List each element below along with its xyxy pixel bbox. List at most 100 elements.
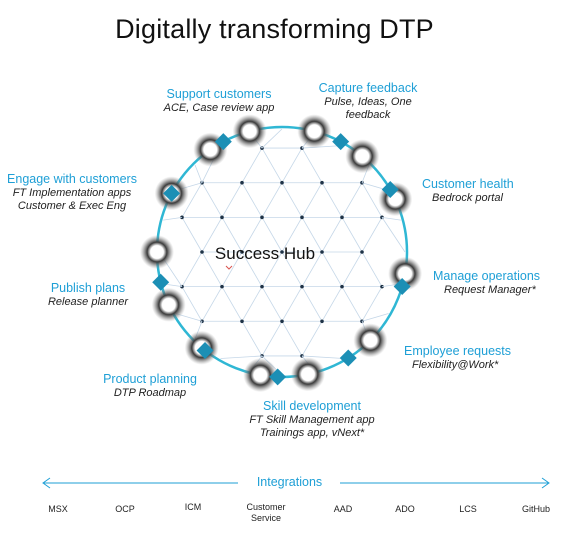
mesh-line <box>321 251 343 287</box>
mesh-line <box>281 182 303 218</box>
integration-github: GitHub <box>521 504 550 514</box>
node-engage-customers-sub-1: FT Implementation apps <box>12 187 132 199</box>
mesh-line <box>201 182 223 218</box>
node-publish-plans: Publish plans <box>50 281 126 295</box>
node-diamond <box>214 133 232 151</box>
mesh-spoke <box>361 313 389 322</box>
mesh-spoke <box>301 355 344 359</box>
arrow-right-icon <box>541 477 550 489</box>
mesh-line <box>361 251 383 287</box>
integration-ocp: OCP <box>115 504 135 514</box>
mesh-dot <box>320 180 324 185</box>
mesh-dot <box>380 284 384 289</box>
mesh-line <box>301 286 323 322</box>
mesh-spoke <box>261 128 283 149</box>
node-support-customers-sub: ACE, Case review app <box>163 102 275 114</box>
mesh-line <box>301 217 323 253</box>
mesh-spoke <box>381 217 406 253</box>
ring-knob <box>151 287 186 322</box>
mesh-line <box>241 182 263 218</box>
mesh-dot <box>280 319 284 324</box>
mesh-line <box>361 286 383 322</box>
mesh-line <box>301 321 323 357</box>
mesh-dot <box>340 284 344 289</box>
mesh-line <box>321 182 343 218</box>
mesh-line <box>281 251 303 287</box>
mesh-line <box>261 321 283 357</box>
node-diamond <box>339 349 357 367</box>
ring-knob <box>345 139 380 174</box>
mesh-line <box>361 217 383 253</box>
node-engage-customers-sub-2: Customer & Exec Eng <box>17 200 127 212</box>
ring-knob <box>290 357 325 392</box>
mesh-line <box>221 217 243 253</box>
integration-customer-service: Customer Service <box>246 502 286 523</box>
mesh-dot <box>260 215 264 220</box>
mesh-line <box>261 286 283 322</box>
node-manage-operations: Manage operations <box>433 269 541 283</box>
mesh-dot <box>260 284 264 289</box>
ring-knob <box>232 114 267 149</box>
mesh-spoke <box>381 216 401 221</box>
mesh-dot <box>320 250 324 254</box>
ring-knob <box>353 323 388 358</box>
mesh-line <box>241 147 263 183</box>
mesh-line <box>281 217 303 253</box>
mesh-line <box>181 182 203 218</box>
node-diamond <box>152 273 170 291</box>
mesh-dot <box>320 319 324 324</box>
mesh-dot <box>240 250 244 254</box>
hub-label: Success Hub <box>214 244 316 263</box>
hub-caret-icon <box>225 265 233 270</box>
mesh-line <box>181 286 203 322</box>
mesh-line <box>181 217 203 253</box>
mesh-spoke <box>220 355 263 359</box>
node-employee-requests-sub: Flexibility@Work* <box>412 359 499 371</box>
mesh-dot <box>280 250 284 254</box>
mesh-dot <box>220 284 224 289</box>
mesh-dot <box>300 284 304 289</box>
mesh-dot <box>220 215 224 220</box>
node-diamond <box>332 133 350 151</box>
integrations-title: Integrations <box>256 475 323 489</box>
node-capture-feedback-sub-2: feedback <box>345 109 391 121</box>
ring-knobs <box>140 114 423 393</box>
node-publish-plans-sub: Release planner <box>47 296 129 308</box>
node-skill-development-sub-1: FT Skill Management app <box>249 414 375 426</box>
node-customer-health: Customer health <box>422 177 514 191</box>
mesh-line <box>301 182 323 218</box>
integration-aad: AAD <box>333 504 353 514</box>
mesh-line <box>241 321 263 357</box>
mesh-line <box>281 321 303 357</box>
integration-icm: ICM <box>184 502 202 512</box>
diagram-title: Digitally transforming DTP <box>115 14 434 44</box>
integrations-arrow <box>42 477 550 489</box>
arrow-left-icon <box>42 477 51 489</box>
mesh-spoke <box>163 216 183 221</box>
mesh-dot <box>240 180 244 185</box>
node-skill-development: Skill development <box>263 399 361 413</box>
integration-ado: ADO <box>395 504 415 514</box>
mesh-line <box>261 182 283 218</box>
mesh-line <box>201 286 223 322</box>
node-product-planning-sub: DTP Roadmap <box>113 387 187 399</box>
integration-msx: MSX <box>48 504 68 514</box>
mesh-line <box>281 286 303 322</box>
node-diamonds <box>152 133 411 386</box>
node-diamond <box>196 342 214 359</box>
mesh-dot <box>300 215 304 220</box>
node-product-planning: Product planning <box>103 372 197 386</box>
mesh-dot <box>240 319 244 324</box>
ring-knob <box>243 358 278 393</box>
mesh-line <box>181 251 203 287</box>
mesh-line <box>341 286 363 322</box>
ring-knob <box>297 114 332 149</box>
mesh-line <box>301 147 323 183</box>
mesh-line <box>241 217 263 253</box>
ring-knob <box>140 235 174 269</box>
node-employee-requests: Employee requests <box>404 344 512 358</box>
mesh-line <box>321 217 343 253</box>
mesh-line <box>281 147 303 183</box>
mesh-line <box>201 251 223 287</box>
